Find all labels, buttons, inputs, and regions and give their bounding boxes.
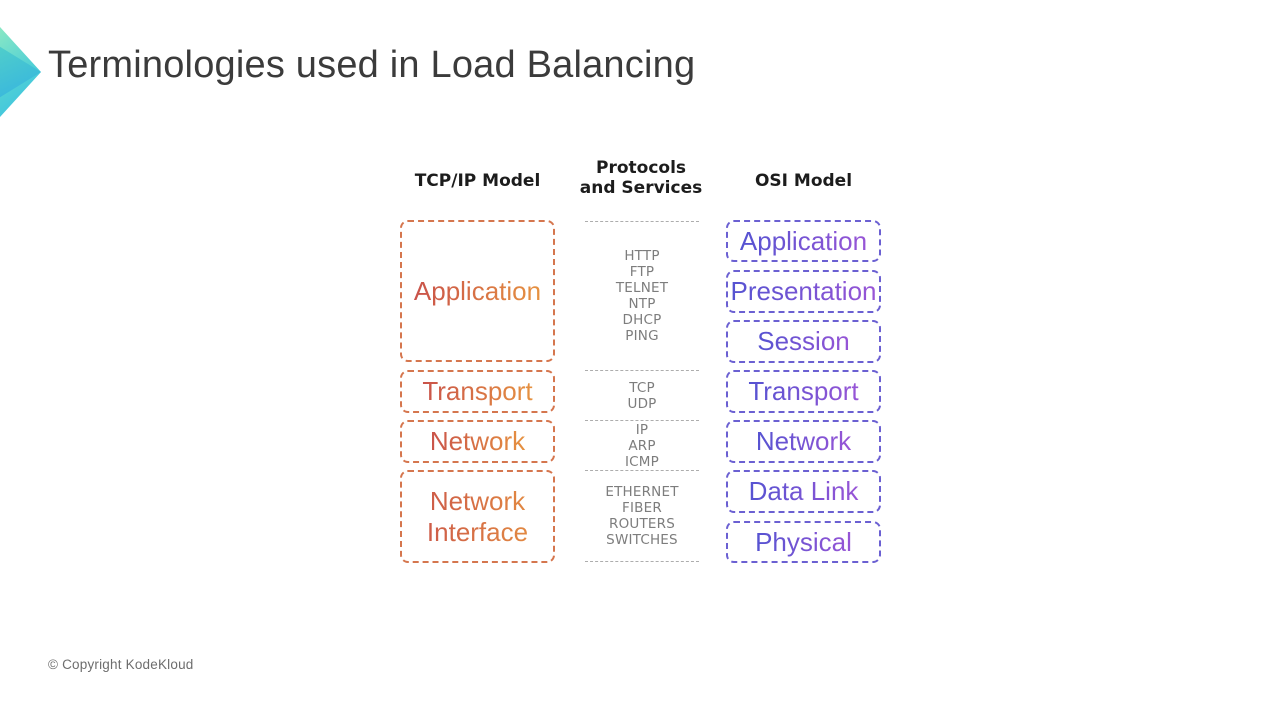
tcpip-layer-label: Network (426, 426, 529, 457)
protocols-divider (585, 561, 699, 562)
protocol-label: TELNET (615, 280, 669, 296)
osi-layer-label: Session (753, 326, 854, 357)
tcpip-layer-label: Network Interface (402, 486, 553, 547)
osi-layer-presentation: Presentation (726, 270, 881, 313)
tcpip-layer-network-interface: Network Interface (400, 470, 555, 563)
protocol-label: SWITCHES (606, 532, 678, 548)
protocol-label: FIBER (622, 500, 662, 516)
protocol-label: ROUTERS (608, 516, 675, 532)
tcpip-layer-label: Application (410, 276, 545, 307)
osi-layer-session: Session (726, 320, 881, 363)
osi-layer-label: Data Link (745, 476, 863, 507)
protocols-divider (585, 370, 699, 371)
tcpip-layer-transport: Transport (400, 370, 555, 413)
protocol-group-network: IP ARP ICMP (585, 421, 699, 470)
protocol-label: NTP (628, 296, 656, 312)
protocols-divider (585, 470, 699, 471)
protocol-label: DHCP (622, 312, 662, 328)
protocols-header-line1: Protocols (595, 158, 687, 178)
osi-layer-label: Application (736, 226, 871, 257)
osi-layer-label: Transport (744, 376, 862, 407)
protocol-label: FTP (629, 264, 655, 280)
tcpip-layer-application: Application (400, 220, 555, 362)
osi-layer-data-link: Data Link (726, 470, 881, 513)
protocol-label: TCP (629, 379, 655, 396)
protocol-label: PING (625, 328, 659, 344)
protocol-label: ARP (628, 437, 656, 454)
osi-layer-label: Network (752, 426, 855, 457)
osi-layer-physical: Physical (726, 521, 881, 563)
tcpip-layer-label: Transport (418, 376, 536, 407)
protocol-label: HTTP (624, 248, 660, 264)
protocols-divider (585, 221, 699, 222)
protocol-group-physical: ETHERNET FIBER ROUTERS SWITCHES (585, 471, 699, 561)
protocol-group-application: HTTP FTP TELNET NTP DHCP PING (585, 222, 699, 370)
osi-layer-application: Application (726, 220, 881, 262)
osi-layer-transport: Transport (726, 370, 881, 413)
protocol-label: UDP (627, 395, 657, 412)
accent-arrow-icon (0, 27, 41, 117)
copyright-notice: © Copyright KodeKloud (48, 657, 194, 672)
column-header-tcpip-model: TCP/IP Model (414, 171, 541, 191)
protocol-label: ETHERNET (605, 484, 679, 500)
osi-layer-label: Presentation (727, 276, 881, 307)
osi-layer-label: Physical (751, 527, 856, 558)
page-title: Terminologies used in Load Balancing (48, 44, 696, 86)
tcpip-layer-network: Network (400, 420, 555, 463)
protocol-label: IP (635, 421, 649, 438)
osi-layer-network: Network (726, 420, 881, 463)
protocol-label: ICMP (625, 453, 659, 470)
protocols-header-line2: and Services (579, 178, 703, 198)
column-header-protocols-services: Protocols and Services (575, 158, 707, 198)
protocols-divider (585, 420, 699, 421)
protocol-group-transport: TCP UDP (585, 371, 699, 420)
column-header-osi-model: OSI Model (754, 171, 853, 191)
